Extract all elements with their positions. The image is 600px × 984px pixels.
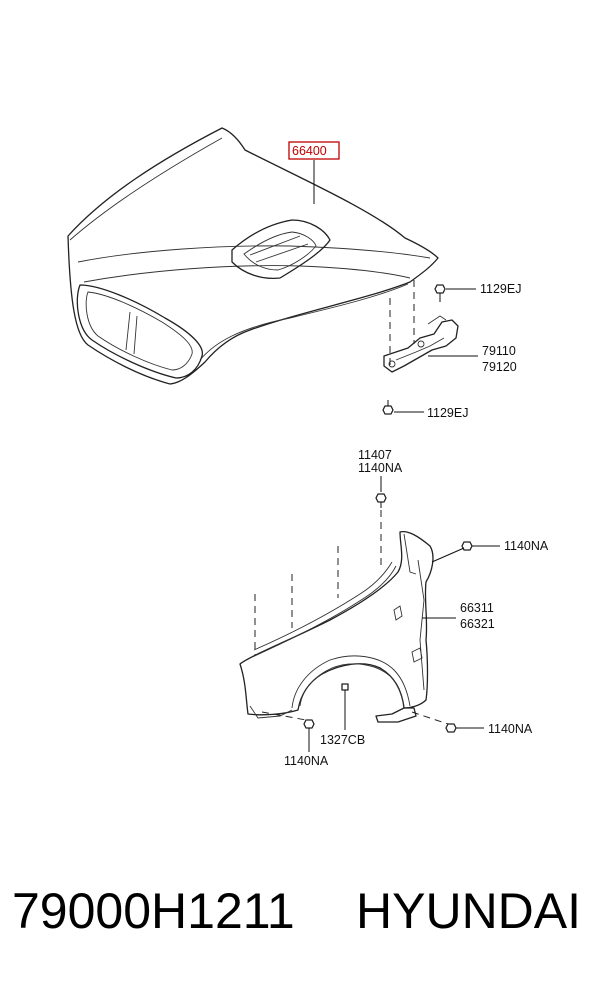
callout-hinge-lh: 79110 [482,344,516,358]
brand-name: HYUNDAI [356,883,582,939]
fender-alignment-lines [254,510,382,656]
callout-hinge-bolt-bottom: 1129EJ [427,406,468,420]
callout-fender-rh: 66321 [460,617,495,631]
hood-panel[interactable] [67,127,439,385]
hinge-bolt-bottom[interactable]: 1129EJ [382,400,468,420]
callout-fender-clip: 1327CB [320,733,365,747]
callout-fender-bolt-lower-right: 1140NA [488,722,533,736]
callout-fender[interactable]: 66311 66321 [422,601,495,631]
callout-fender-bolt-right: 1140NA [504,539,549,553]
fender-clip[interactable]: 1327CB [320,683,365,747]
fender-bolt-lower-left[interactable]: 1140NA [261,711,329,768]
fender-bolt-right[interactable]: 1140NA [431,539,549,563]
fender-screw-top[interactable]: 11407 1140NA [358,448,403,508]
part-number: 79000H1211 [12,883,295,939]
callout-hinge-bolt-top: 1129EJ [480,282,521,296]
front-fender[interactable] [239,530,434,723]
callout-fender-screw-a: 11407 [358,448,392,462]
callout-hood[interactable]: 66400 [288,141,340,204]
footer: 79000H1211 HYUNDAI [0,876,600,946]
hood-hinge[interactable] [383,315,459,373]
callout-fender-bolt-lower-left: 1140NA [284,754,329,768]
fender-bolt-lower-right[interactable]: 1140NA [411,711,533,736]
hinge-bolt-top[interactable]: 1129EJ [434,282,521,302]
callout-fender-screw-b: 1140NA [358,461,403,475]
callout-hinge-rh: 79120 [482,360,517,374]
callout-fender-lh: 66311 [460,601,494,615]
callout-hinge[interactable]: 79110 79120 [428,344,517,374]
callout-hood-label: 66400 [292,144,327,158]
